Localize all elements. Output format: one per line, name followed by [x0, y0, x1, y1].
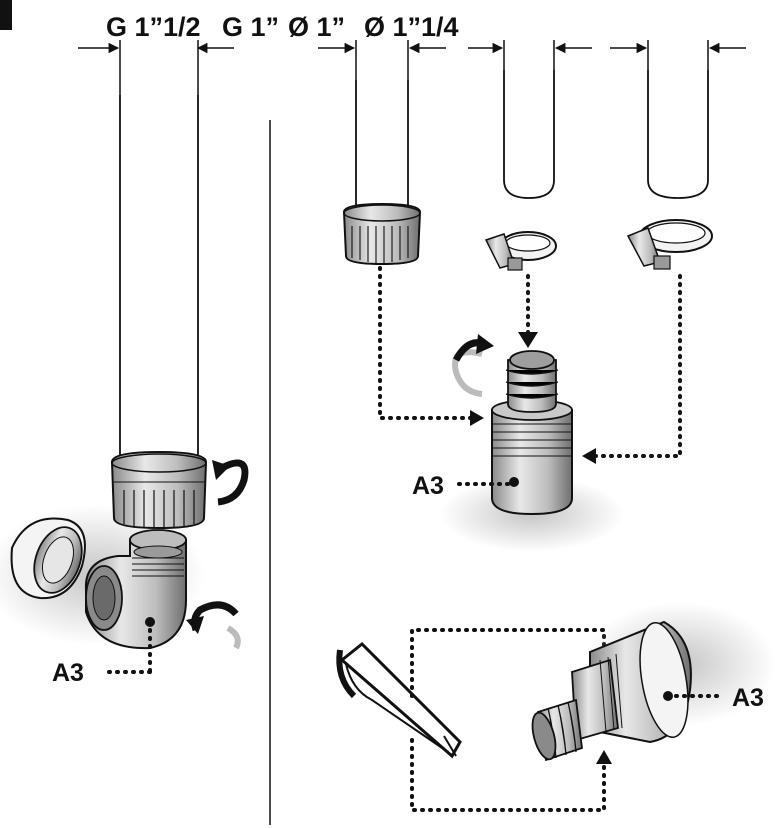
pipe-icon	[355, 80, 409, 208]
stepped-hose-adapter-icon	[531, 620, 692, 762]
callout-bottom-adapter: A3	[674, 684, 764, 712]
callout-center-adapter: A3	[412, 472, 510, 500]
dimension-arrow-hose-1	[468, 40, 592, 70]
callout-label-center: A3	[412, 472, 444, 500]
threaded-nut-icon	[110, 450, 208, 530]
step-marker	[0, 0, 12, 30]
elbow-fitting-icon	[84, 529, 187, 650]
callout-left-elbow: A3	[52, 620, 152, 687]
pipe-icon	[119, 95, 199, 458]
dimension-label-d1: Ø 1”	[288, 12, 345, 42]
dimension-arrow-threaded	[318, 40, 446, 80]
hose-end-icon	[503, 70, 555, 199]
dimension-label-g1: G 1”	[222, 12, 279, 42]
dimension-arrows	[78, 40, 746, 95]
dimension-label-d1-1-4: Ø 1”1/4	[364, 12, 459, 42]
dimension-labels: G 1”1/2 G 1” Ø 1” Ø 1”1/4	[106, 12, 459, 42]
dimension-label-g1-1-2: G 1”1/2	[106, 12, 201, 42]
connector-lines	[378, 266, 682, 464]
hose-end-icon	[647, 70, 709, 199]
rotate-arrow-icon	[186, 601, 241, 650]
callout-label-bottom: A3	[732, 684, 764, 712]
callout-label-left: A3	[52, 659, 84, 687]
hose-clamp-icon	[626, 219, 713, 270]
threaded-nut-icon	[342, 202, 422, 266]
hacksaw-icon	[336, 641, 462, 759]
cap-icon	[10, 517, 86, 600]
stepped-hose-adapter-icon	[491, 350, 573, 516]
dimension-arrow-left	[78, 40, 234, 95]
rotate-arrow-icon	[212, 459, 249, 506]
hose-clamp-icon	[484, 231, 557, 271]
dimension-arrow-hose-2	[610, 40, 746, 70]
rotate-arrow-icon	[452, 334, 494, 397]
